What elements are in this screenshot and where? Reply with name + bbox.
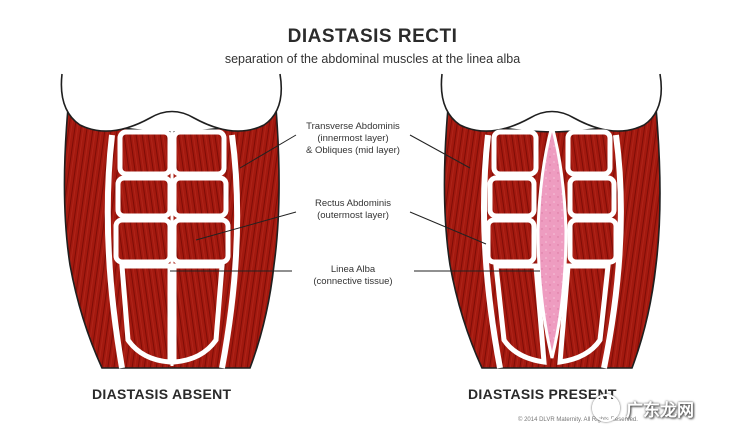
callout-linea-line2: (connective tissue) (313, 276, 393, 287)
callout-transverse-line2: (innermost layer) (317, 133, 389, 144)
copyright-notice: © 2014 DLVR Maternity. All Rights Reserv… (518, 417, 638, 423)
callout-transverse-line1: Transverse Abdominis (306, 121, 400, 132)
callout-linea-alba: Linea Alba (connective tissue) (278, 264, 428, 288)
torso-diastasis-absent (60, 73, 283, 369)
callout-rectus-line1: Rectus Abdominis (314, 198, 392, 209)
diagram-subtitle: separation of the abdominal muscles at t… (224, 52, 521, 66)
watermark: 广东龙网 (592, 392, 694, 424)
label-diastasis-present: DIASTASIS PRESENT (468, 386, 617, 402)
callout-leaders (170, 134, 540, 272)
callout-transverse-abdominis: Transverse Abdominis (innermost layer) &… (278, 121, 428, 157)
callout-transverse-line3: & Obliques (mid layer) (306, 145, 400, 156)
left-ribcage (60, 73, 283, 132)
watermark-logo-icon (592, 394, 620, 422)
right-ribcage (440, 73, 663, 132)
callout-rectus-abdominis: Rectus Abdominis (outermost layer) (278, 198, 428, 222)
callout-linea-line1: Linea Alba (330, 264, 376, 275)
torso-diastasis-present (440, 73, 663, 369)
watermark-text: 广东龙网 (626, 400, 694, 420)
diagram-title: DIASTASIS RECTI (287, 26, 458, 47)
label-diastasis-absent: DIASTASIS ABSENT (92, 386, 232, 402)
right-diastasis-gap (536, 120, 568, 359)
callout-rectus-line2: (outermost layer) (317, 210, 389, 221)
